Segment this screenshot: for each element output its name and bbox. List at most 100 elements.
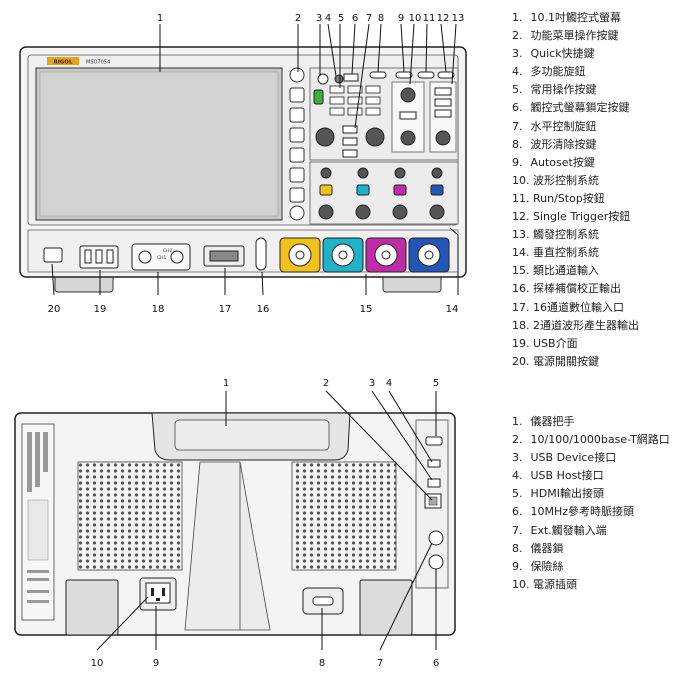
power-button	[43, 247, 63, 263]
rear-legend-item: 5. HDMI輸出接頭	[512, 485, 670, 503]
rear-legend-text: 10MHz參考時脈接頭	[530, 505, 635, 519]
awg-label-2: CH2	[163, 248, 173, 254]
rear-legend-item: 7. Ext.觸發輸入端	[512, 522, 670, 540]
waveform-knob-2	[400, 130, 416, 146]
rear-callout-5: 5	[433, 378, 439, 389]
single-trigger-key	[437, 71, 455, 79]
front-legend-text: 2通道波形產生器輸出	[533, 318, 639, 332]
rear-legend-number: 6.	[512, 505, 523, 519]
front-legend-number: 8.	[512, 137, 523, 151]
front-legend-item: 15. 類比通道輸入	[512, 262, 639, 280]
lan-port-inner	[428, 496, 438, 506]
rear-legend-number: 2.	[512, 433, 523, 447]
front-callout-4: 4	[325, 13, 331, 24]
waveform-key	[399, 111, 417, 120]
menu-key-3	[289, 127, 305, 143]
front-legend-number: 15.	[512, 264, 530, 278]
menu-key-6	[289, 187, 305, 203]
trigger-level-knob	[435, 130, 451, 146]
front-legend-item: 8. 波形清除按鍵	[512, 136, 639, 154]
analog-input-ch3-pin	[381, 250, 391, 260]
front-legend-item: 19. USB介面	[512, 335, 639, 353]
quick-key	[317, 73, 329, 85]
front-legend-number: 16.	[512, 282, 530, 296]
front-callout-numbers: 1 2 3 4 5 6 7 8 9 10 11 12 13 14 15 16 1…	[48, 13, 465, 315]
analog-input-ch1-pin	[295, 250, 305, 260]
front-legend-text: 常用操作按鍵	[530, 83, 597, 97]
rear-handle-grip	[174, 419, 330, 451]
rear-legend-number: 4.	[512, 469, 523, 483]
rear-legend-text: 電源插頭	[533, 577, 577, 591]
ch2-key	[356, 184, 370, 196]
kensington-lock-slot	[312, 596, 334, 606]
front-callout-17: 17	[219, 304, 232, 315]
front-legend-number: 12.	[512, 210, 530, 224]
front-legend-text: 探棒補償校正輸出	[533, 282, 621, 296]
front-legend-item: 14. 垂直控制系統	[512, 244, 639, 262]
menu-key-5	[289, 167, 305, 183]
awg-label-1: CH1	[157, 255, 167, 261]
rear-legend-number: 5.	[512, 487, 523, 501]
rear-legend-text: 10/100/1000base-T網路口	[530, 433, 670, 447]
rear-callout-9: 9	[153, 658, 159, 669]
front-legend-item: 18. 2通道波形產生器輸出	[512, 317, 639, 335]
ch4-key	[430, 184, 444, 196]
rear-legend-item: 2. 10/100/1000base-T網路口	[512, 431, 670, 449]
rear-panel-drawing	[14, 412, 456, 636]
rear-callout-4: 4	[386, 378, 392, 389]
analog-input-ch4-pin	[424, 250, 434, 260]
rear-callout-2: 2	[323, 378, 329, 389]
menu-key-1	[289, 87, 305, 103]
front-legend-number: 3.	[512, 47, 523, 61]
rear-legend-item: 4. USB Host接口	[512, 467, 670, 485]
rear-legend-number: 8.	[512, 541, 523, 555]
front-legend-item: 12. Single Trigger按鈕	[512, 208, 639, 226]
trigger-key-3	[434, 109, 452, 118]
probe-comp-output	[255, 237, 267, 271]
usb-device-port	[427, 478, 441, 488]
rear-legend-number: 1.	[512, 415, 523, 428]
front-callout-18: 18	[152, 304, 165, 315]
clear-key	[369, 71, 387, 79]
front-legend-item: 10. 波形控制系統	[512, 172, 639, 190]
front-legend-number: 19.	[512, 336, 530, 350]
vertical-position-knobs	[320, 167, 443, 179]
front-legend-text: 波形清除按鍵	[530, 137, 597, 151]
front-callout-lines	[51, 23, 459, 296]
front-legend-number: 4.	[512, 65, 523, 79]
rear-callout-7: 7	[377, 658, 383, 669]
hdmi-port	[425, 436, 443, 446]
rear-legend-number: 9.	[512, 559, 523, 573]
horizontal-position-knob	[365, 127, 385, 147]
waveform-knob	[400, 87, 416, 103]
front-legend-item: 17. 16通道數位輸入口	[512, 299, 639, 317]
rear-callout-8: 8	[319, 658, 325, 669]
ref-clock-connector	[428, 554, 444, 570]
front-legend-text: USB介面	[533, 336, 578, 350]
rear-legend-item: 10. 電源插頭	[512, 576, 670, 594]
front-legend-item: 13. 觸發控制系統	[512, 226, 639, 244]
horizontal-key-2	[342, 137, 358, 146]
run-key	[313, 89, 324, 105]
front-legend-item: 20. 電源開關按鍵	[512, 353, 639, 371]
awg-output-1	[138, 250, 152, 264]
front-callout-15: 15	[360, 304, 373, 315]
front-legend-item: 5. 常用操作按鍵	[512, 81, 639, 99]
front-callout-10: 10	[409, 13, 422, 24]
rear-legend-text: HDMI輸出接頭	[530, 487, 604, 501]
front-callout-6: 6	[352, 13, 358, 24]
rear-label-marks	[27, 432, 49, 603]
horizontal-scale-knob	[315, 127, 335, 147]
horizontal-key-3	[342, 149, 358, 158]
rear-callout-lines	[96, 390, 437, 651]
front-legend-item: 11. Run/Stop按鈕	[512, 190, 639, 208]
rear-legend-item: 6. 10MHz參考時脈接頭	[512, 503, 670, 521]
front-legend-text: 電源開關按鍵	[533, 354, 599, 368]
lock-key	[343, 73, 359, 82]
rear-legend-text: 保險絲	[530, 559, 564, 573]
analog-input-ch2-pin	[338, 250, 348, 260]
touch-screen-inner	[39, 71, 279, 217]
rear-callout-10: 10	[91, 658, 104, 669]
rear-legend-text: USB Device接口	[530, 451, 617, 465]
rear-callout-1: 1	[223, 378, 229, 389]
